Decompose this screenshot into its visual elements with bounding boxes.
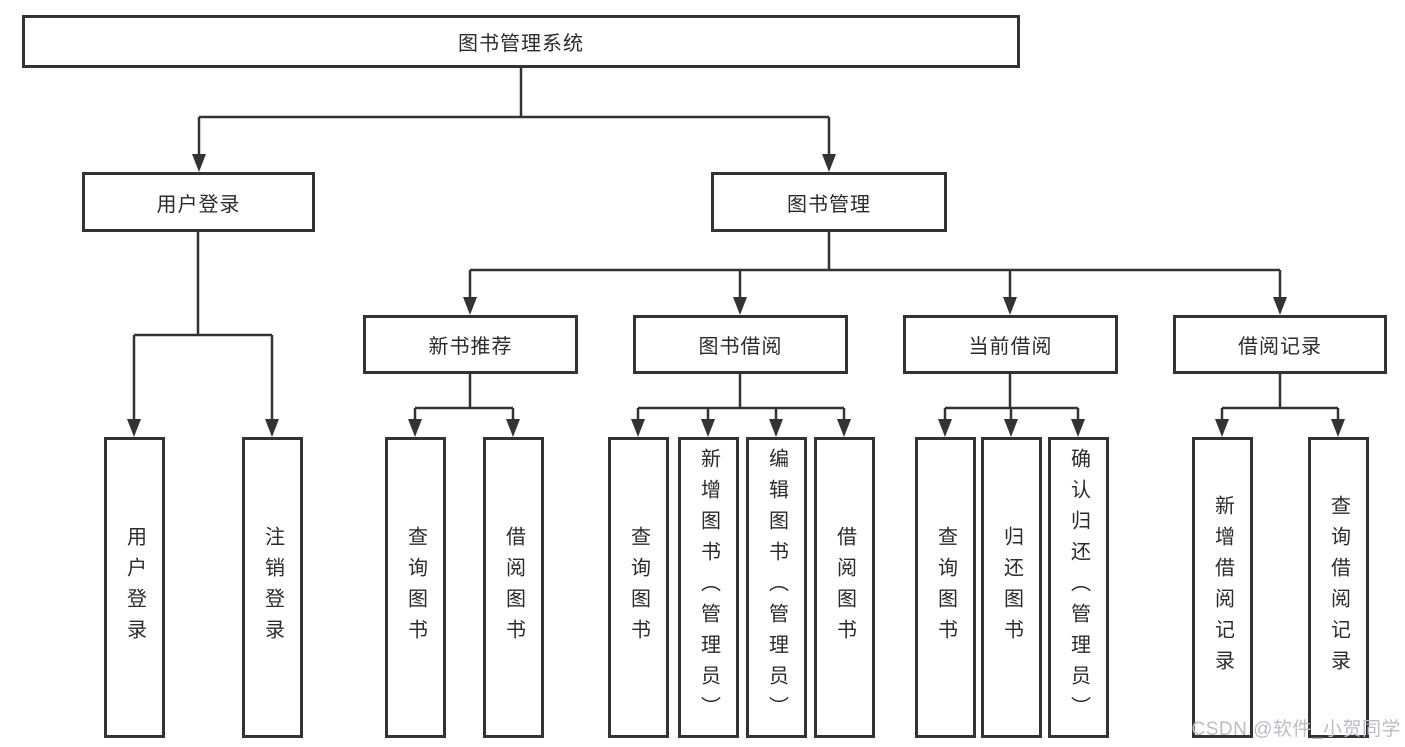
- node-book-management: 图书管理: [711, 172, 947, 232]
- leaf-confirm-return-admin: 确认归还（管理员）: [1048, 437, 1109, 738]
- leaf-borrow-book: 借阅图书: [814, 437, 875, 738]
- leaf-add-borrow-record-label: 新增借阅记录: [1211, 494, 1234, 681]
- watermark: CSDN @软件_小贺同学: [1191, 719, 1401, 740]
- node-new-book-recommend-label: 新书推荐: [428, 336, 513, 358]
- leaf-edit-book-admin-label: 编辑图书（管理员）: [765, 448, 788, 727]
- leaf-recommend-query-book-label: 查询图书: [404, 525, 427, 650]
- leaf-borrow-query-book: 查询图书: [608, 437, 669, 738]
- node-root-label: 图书管理系统: [458, 33, 584, 55]
- leaf-borrow-book-label: 借阅图书: [833, 525, 856, 650]
- leaf-user-login: 用户登录: [104, 437, 165, 738]
- leaf-return-book-label: 归还图书: [1000, 525, 1023, 650]
- leaf-borrow-query-book-label: 查询图书: [627, 525, 650, 650]
- node-borrow-records: 借阅记录: [1173, 315, 1387, 374]
- node-user-login: 用户登录: [82, 172, 315, 232]
- node-book-borrow-label: 图书借阅: [698, 336, 783, 358]
- leaf-query-borrow-record-label: 查询借阅记录: [1327, 494, 1350, 681]
- node-borrow-records-label: 借阅记录: [1238, 336, 1322, 358]
- node-current-borrow-label: 当前借阅: [968, 336, 1053, 358]
- node-current-borrow: 当前借阅: [903, 315, 1118, 374]
- leaf-logout-label: 注销登录: [261, 525, 284, 650]
- leaf-edit-book-admin: 编辑图书（管理员）: [746, 437, 807, 738]
- node-book-borrow: 图书借阅: [633, 315, 848, 374]
- leaf-add-book-admin-label: 新增图书（管理员）: [697, 448, 720, 727]
- node-user-login-label: 用户登录: [156, 193, 241, 216]
- leaf-query-borrow-record: 查询借阅记录: [1308, 437, 1369, 738]
- leaf-recommend-borrow-book: 借阅图书: [483, 437, 544, 738]
- leaf-recommend-query-book: 查询图书: [385, 437, 446, 738]
- leaf-user-login-label: 用户登录: [123, 525, 146, 650]
- node-root-system: 图书管理系统: [22, 15, 1020, 68]
- leaf-add-book-admin: 新增图书（管理员）: [678, 437, 739, 738]
- leaf-return-book: 归还图书: [981, 437, 1042, 738]
- node-new-book-recommend: 新书推荐: [363, 315, 578, 374]
- leaf-current-query-book: 查询图书: [915, 437, 976, 738]
- leaf-logout: 注销登录: [242, 437, 303, 738]
- leaf-recommend-borrow-book-label: 借阅图书: [502, 525, 525, 650]
- leaf-confirm-return-admin-label: 确认归还（管理员）: [1067, 448, 1090, 727]
- node-book-management-label: 图书管理: [787, 193, 871, 216]
- leaf-current-query-book-label: 查询图书: [934, 525, 957, 650]
- leaf-add-borrow-record: 新增借阅记录: [1192, 437, 1253, 738]
